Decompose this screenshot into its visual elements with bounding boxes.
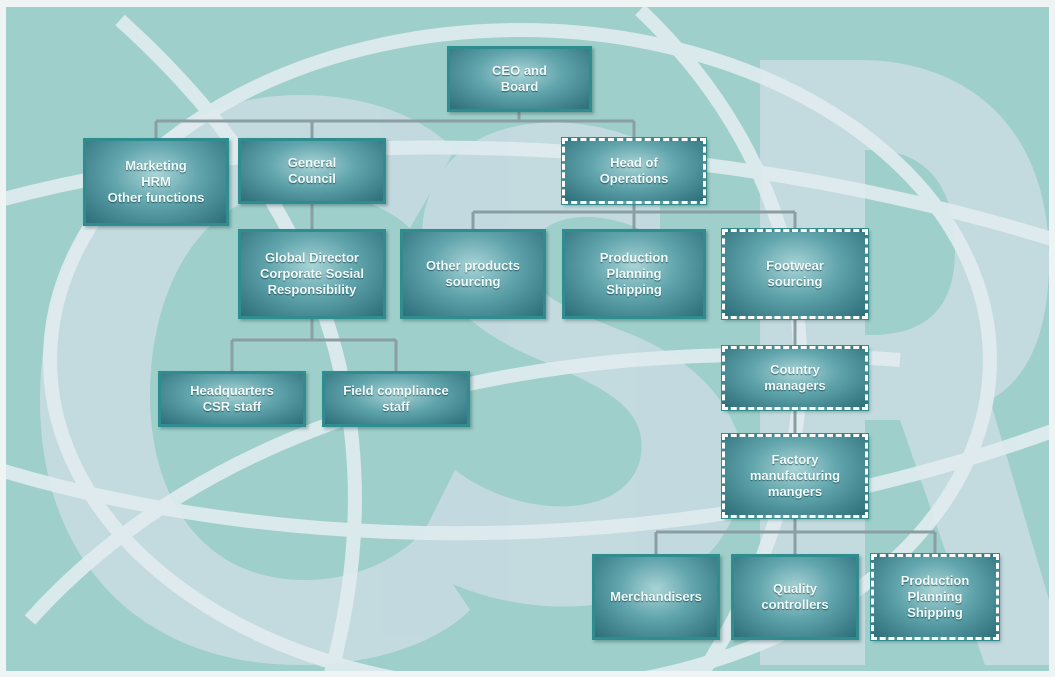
production-planning-shipping-box: Production Planning Shipping bbox=[562, 229, 706, 319]
globe-meridian-line bbox=[115, 14, 362, 677]
globe-outline-line bbox=[43, 23, 997, 677]
frame-border-right bbox=[1049, 0, 1055, 677]
frame-border-bottom bbox=[0, 671, 1055, 677]
ceo-and-board-box: CEO and Board bbox=[447, 46, 592, 112]
frame-border-left bbox=[0, 0, 6, 677]
globe-parallel-line bbox=[0, 423, 1055, 541]
factory-managers-box: Factory manufacturing mangers bbox=[721, 433, 869, 519]
general-council-box: General Council bbox=[238, 138, 386, 204]
other-products-sourcing-box: Other products sourcing bbox=[400, 229, 546, 319]
factory-production-planning-shipping-box: Production Planning Shipping bbox=[870, 553, 1000, 641]
global-director-csr-box: Global Director Corporate Sosial Respons… bbox=[238, 229, 386, 319]
footwear-sourcing-box: Footwear sourcing bbox=[721, 228, 869, 320]
field-compliance-staff-box: Field compliance staff bbox=[322, 371, 470, 427]
country-managers-box: Country managers bbox=[721, 345, 869, 411]
head-of-operations-box: Head of Operations bbox=[561, 137, 707, 205]
quality-controllers-box: Quality controllers bbox=[731, 554, 859, 640]
frame-border-top bbox=[0, 0, 1055, 7]
headquarters-csr-staff-box: Headquarters CSR staff bbox=[158, 371, 306, 427]
merchandisers-box: Merchandisers bbox=[592, 554, 720, 640]
marketing-hrm-box: Marketing HRM Other functions bbox=[83, 138, 229, 226]
